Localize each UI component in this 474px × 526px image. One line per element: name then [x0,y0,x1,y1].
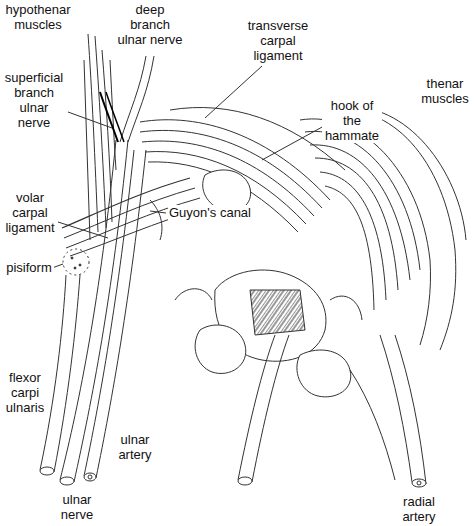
part-label: volar carpal ligament [2,190,58,235]
part-label: Guyon's canal [168,205,260,220]
part-label: radial artery [394,494,444,524]
part-label: hook of the hammate [322,98,382,143]
part-label: ulnar artery [112,432,158,462]
part-label: deep branch ulnar nerve [116,2,184,47]
part-label: hypothenar muscles [2,2,74,32]
part-label: transverse carpal ligament [236,18,320,63]
part-label: ulnar nerve [52,492,102,522]
part-label: thenar muscles [418,76,472,106]
part-label: pisiform [4,260,54,275]
part-label: flexor carpi ulnaris [2,370,48,415]
part-label: superficial branch ulnar nerve [2,70,66,130]
